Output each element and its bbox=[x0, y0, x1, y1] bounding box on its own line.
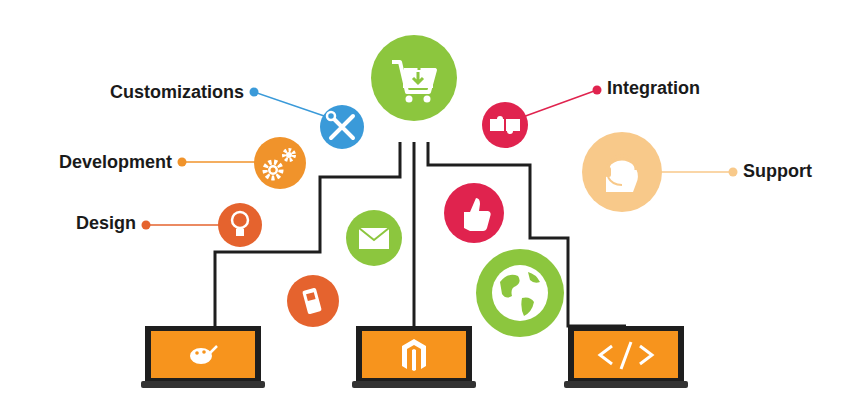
thumbs-up-icon bbox=[444, 183, 504, 243]
gears-icon bbox=[254, 137, 306, 189]
phone-icon bbox=[287, 275, 339, 327]
support-icon bbox=[582, 132, 662, 212]
feature-label: Design bbox=[76, 212, 136, 234]
tools-icon bbox=[320, 105, 364, 149]
cart-icon bbox=[371, 35, 457, 121]
globe-icon bbox=[476, 249, 564, 337]
puzzle-icon bbox=[482, 102, 528, 148]
feature-label: Support bbox=[743, 160, 812, 182]
laptops bbox=[141, 326, 688, 388]
network-wires bbox=[215, 142, 626, 326]
feature-label: Customizations bbox=[110, 81, 244, 103]
mail-icon bbox=[346, 210, 402, 266]
feature-label: Development bbox=[59, 151, 172, 173]
feature-label: Integration bbox=[607, 77, 700, 99]
bulb-icon bbox=[218, 203, 262, 247]
